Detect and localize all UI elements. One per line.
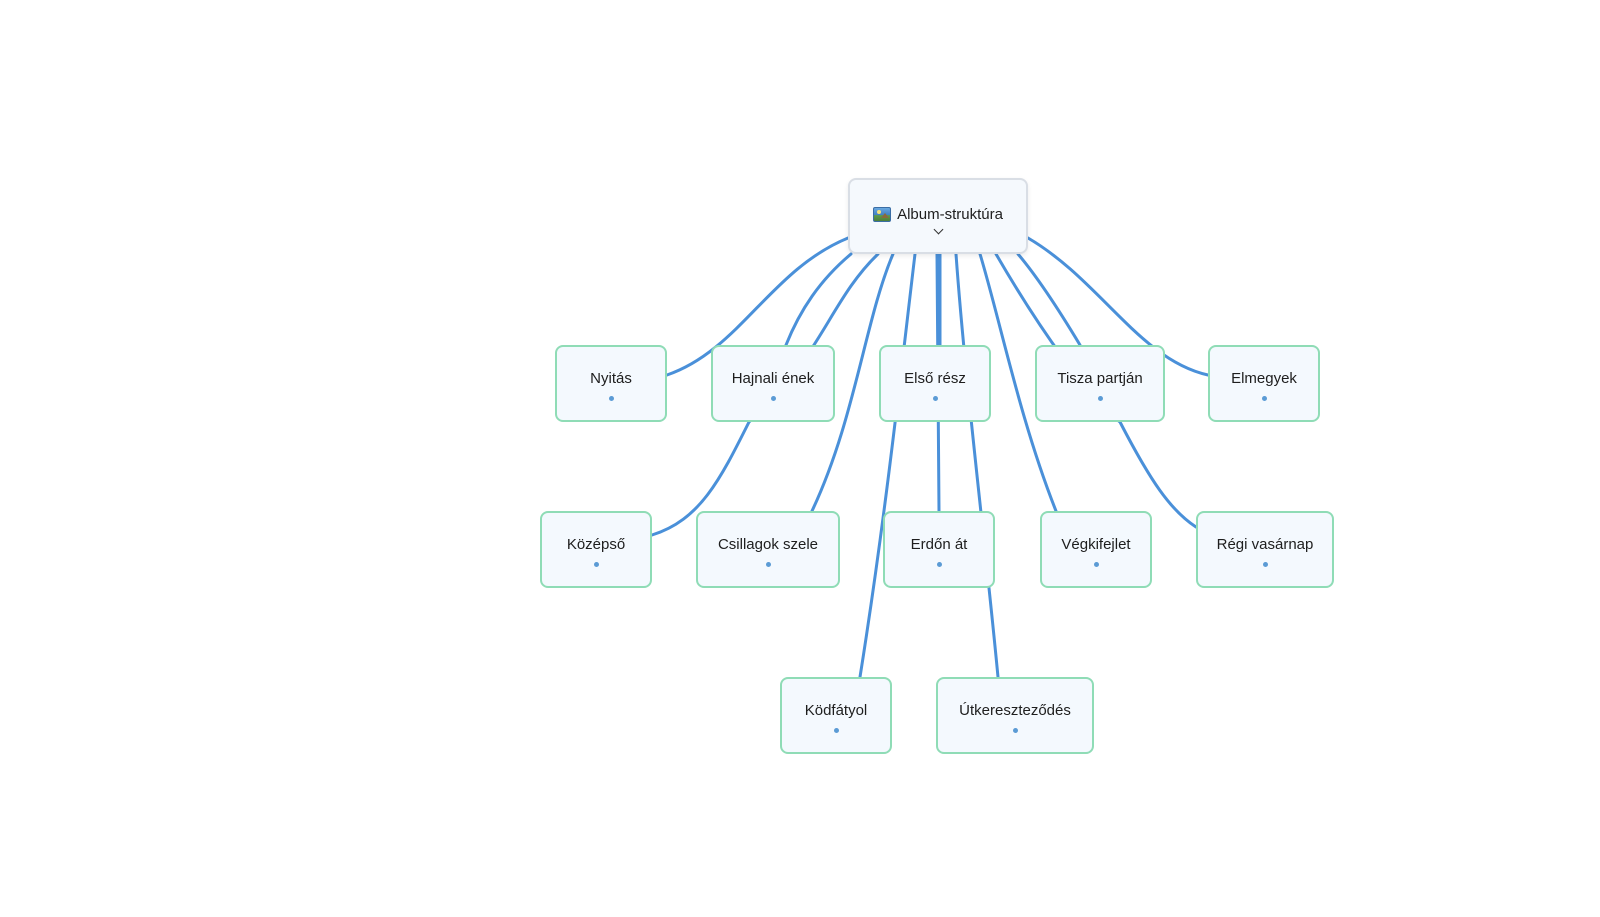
root-node[interactable]: Album-struktúra xyxy=(848,178,1028,254)
node-label: Első rész xyxy=(904,370,966,387)
node-kodfatyol[interactable]: Ködfátyol xyxy=(780,677,892,754)
node-label: Tisza partján xyxy=(1057,370,1143,387)
node-dot-icon xyxy=(936,562,942,567)
node-elmegyek[interactable]: Elmegyek xyxy=(1208,345,1320,422)
node-dot-icon xyxy=(1012,728,1018,733)
node-dot-icon xyxy=(608,396,614,401)
node-dot-icon xyxy=(1097,396,1103,401)
node-dot-icon xyxy=(593,562,599,567)
node-kozepso[interactable]: Középső xyxy=(540,511,652,588)
node-erdon-at[interactable]: Erdőn át xyxy=(883,511,995,588)
node-regi-vasarnap[interactable]: Régi vasárnap xyxy=(1196,511,1334,588)
node-dot-icon xyxy=(765,562,771,567)
node-elso-resz[interactable]: Első rész xyxy=(879,345,991,422)
node-csillagok-szele[interactable]: Csillagok szele xyxy=(696,511,840,588)
edge-root-hajnali xyxy=(784,252,853,347)
node-label: Csillagok szele xyxy=(717,536,819,553)
picture-icon xyxy=(873,207,892,222)
node-label: Erdőn át xyxy=(910,536,968,553)
node-nyitas[interactable]: Nyitás xyxy=(555,345,667,422)
node-dot-icon xyxy=(1093,562,1099,567)
node-label: Útkereszteződés xyxy=(959,702,1071,719)
node-label: Ködfátyol xyxy=(804,702,868,719)
node-dot-icon xyxy=(932,396,938,401)
node-dot-icon xyxy=(1262,562,1268,567)
edge-root-tisza xyxy=(1016,252,1082,347)
node-utkeresztezodes[interactable]: Útkereszteződés xyxy=(936,677,1094,754)
node-label: Végkifejlet xyxy=(1061,536,1131,553)
node-label: Elmegyek xyxy=(1231,370,1297,387)
node-dot-icon xyxy=(1261,396,1267,401)
node-label: Középső xyxy=(566,536,626,553)
edge-root-kodfatyol xyxy=(858,252,917,679)
edge-root-utkeresztezodes xyxy=(954,252,1000,679)
node-hajnali-enek[interactable]: Hajnali ének xyxy=(711,345,835,422)
node-vegkifejlet[interactable]: Végkifejlet xyxy=(1040,511,1152,588)
node-dot-icon xyxy=(770,396,776,401)
chevron-down-icon[interactable] xyxy=(933,224,943,234)
node-label: Hajnali ének xyxy=(731,370,815,387)
root-title-row: Album-struktúra xyxy=(873,206,1003,224)
node-tisza-partjan[interactable]: Tisza partján xyxy=(1035,345,1165,422)
node-dot-icon xyxy=(833,728,839,733)
node-label: Régi vasárnap xyxy=(1216,536,1314,553)
root-label: Album-struktúra xyxy=(897,205,1003,223)
node-label: Nyitás xyxy=(590,370,632,387)
